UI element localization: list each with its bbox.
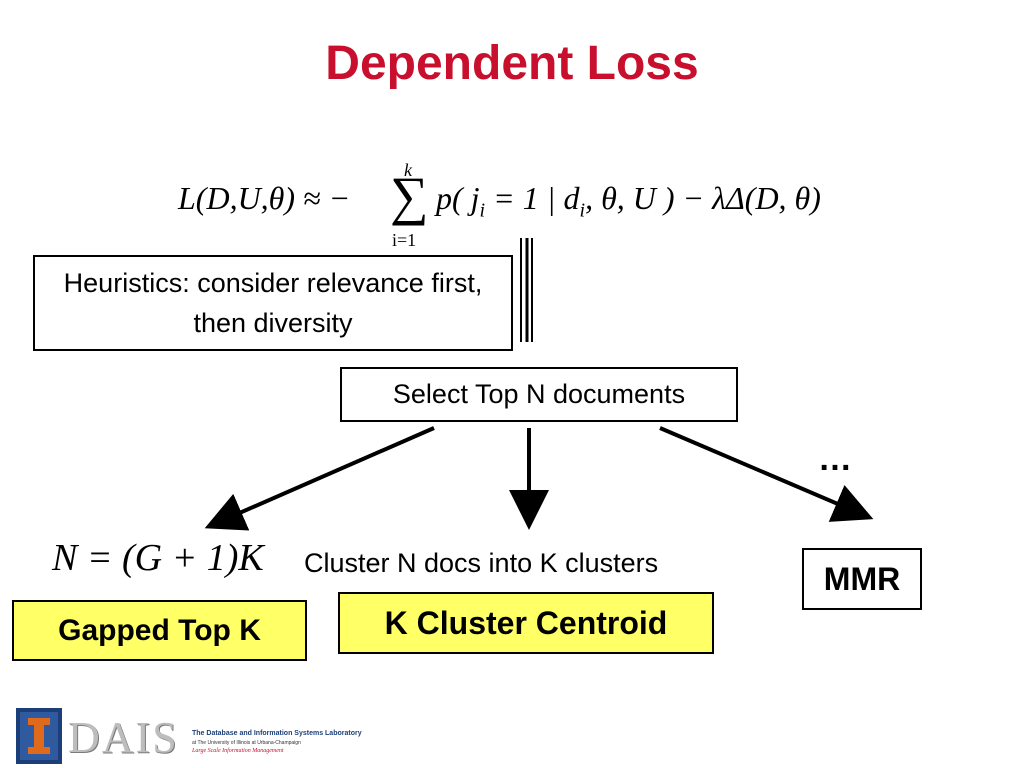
gapped-formula: N = (G + 1)K — [52, 537, 264, 579]
loss-formula: L(D,U,θ) ≈ − k ∑ i=1 p( ji = 1 | di, θ, … — [178, 160, 858, 250]
formula-rhs: p( ji = 1 | di, θ, U ) − λΔ(D, θ) — [436, 180, 821, 222]
sum-upper: k — [404, 160, 412, 180]
sum-lower: i=1 — [392, 230, 417, 250]
cluster-description: Cluster N docs into K clusters — [304, 548, 659, 578]
logo-line2: at The University of Illinois at Urbana-… — [192, 740, 301, 746]
logo-line3: Large Scale Information Management — [192, 748, 284, 754]
select-top-n-box: Select Top N documents — [340, 367, 738, 422]
logo-line1: The Database and Information Systems Lab… — [192, 730, 362, 737]
gapped-top-k-box: Gapped Top K — [12, 600, 307, 661]
formula-lhs: L(D,U,θ) ≈ − — [178, 180, 351, 216]
k-cluster-centroid-box: K Cluster Centroid — [338, 592, 714, 654]
ellipsis: … — [818, 440, 852, 478]
heuristics-box: Heuristics: consider relevance first, th… — [33, 255, 513, 351]
sum-symbol: ∑ — [390, 166, 429, 226]
slide-title: Dependent Loss — [325, 37, 699, 90]
mmr-box: MMR — [802, 548, 922, 610]
illinois-i-icon — [16, 708, 62, 764]
arrow-left — [204, 426, 435, 531]
dais-logo: DAIS The Database and Information System… — [16, 706, 362, 766]
logo-name: DAIS — [68, 713, 179, 762]
vertical-bars — [520, 238, 533, 342]
arrow-right — [659, 426, 874, 522]
